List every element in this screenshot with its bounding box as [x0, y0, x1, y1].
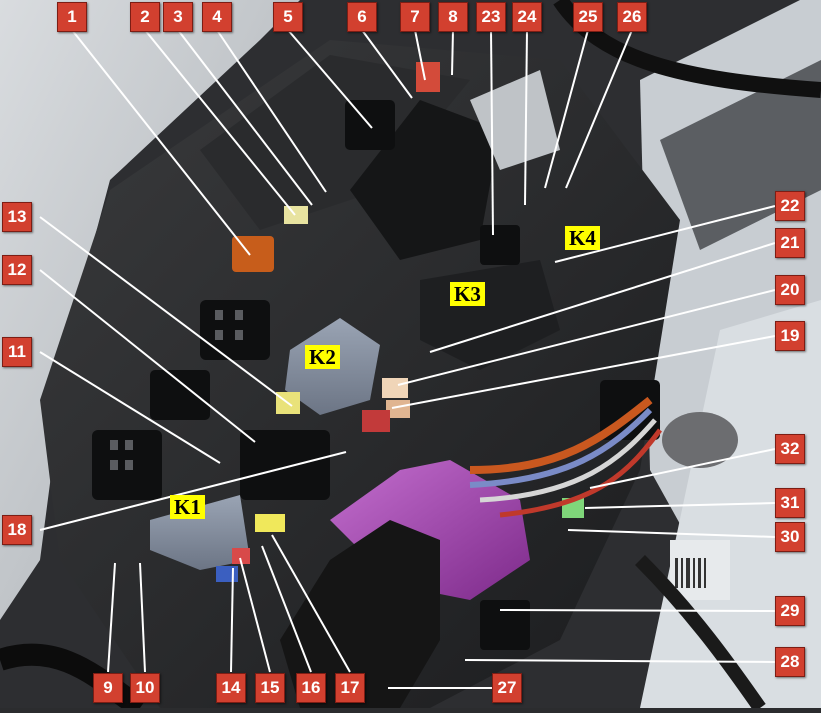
relay-label-k1: K1 — [170, 495, 205, 519]
callout-label-26: 26 — [617, 2, 647, 32]
callout-label-25: 25 — [573, 2, 603, 32]
callout-label-12: 12 — [2, 255, 32, 285]
relay-label-k2: K2 — [305, 345, 340, 369]
callout-label-11: 11 — [2, 337, 32, 367]
callout-label-19: 19 — [775, 321, 805, 351]
callout-label-4: 4 — [202, 2, 232, 32]
callout-label-1: 1 — [57, 2, 87, 32]
callout-label-5: 5 — [273, 2, 303, 32]
relay-label-k3: K3 — [450, 282, 485, 306]
callout-label-15: 15 — [255, 673, 285, 703]
callout-label-13: 13 — [2, 202, 32, 232]
callout-label-7: 7 — [400, 2, 430, 32]
callout-label-21: 21 — [775, 228, 805, 258]
callout-label-31: 31 — [775, 488, 805, 518]
callout-label-24: 24 — [512, 2, 542, 32]
callout-label-14: 14 — [216, 673, 246, 703]
callout-label-3: 3 — [163, 2, 193, 32]
callout-label-8: 8 — [438, 2, 468, 32]
callout-label-17: 17 — [335, 673, 365, 703]
callout-label-22: 22 — [775, 191, 805, 221]
callout-label-27: 27 — [492, 673, 522, 703]
callout-label-2: 2 — [130, 2, 160, 32]
callout-label-32: 32 — [775, 434, 805, 464]
callout-label-20: 20 — [775, 275, 805, 305]
callout-label-29: 29 — [775, 596, 805, 626]
callout-label-9: 9 — [93, 673, 123, 703]
callout-label-30: 30 — [775, 522, 805, 552]
callout-label-16: 16 — [296, 673, 326, 703]
callout-label-23: 23 — [476, 2, 506, 32]
relay-label-k4: K4 — [565, 226, 600, 250]
callout-label-28: 28 — [775, 647, 805, 677]
callout-leaders — [39, 29, 776, 689]
callout-label-18: 18 — [2, 515, 32, 545]
barcode-label — [675, 558, 706, 588]
callout-label-10: 10 — [130, 673, 160, 703]
callout-label-6: 6 — [347, 2, 377, 32]
